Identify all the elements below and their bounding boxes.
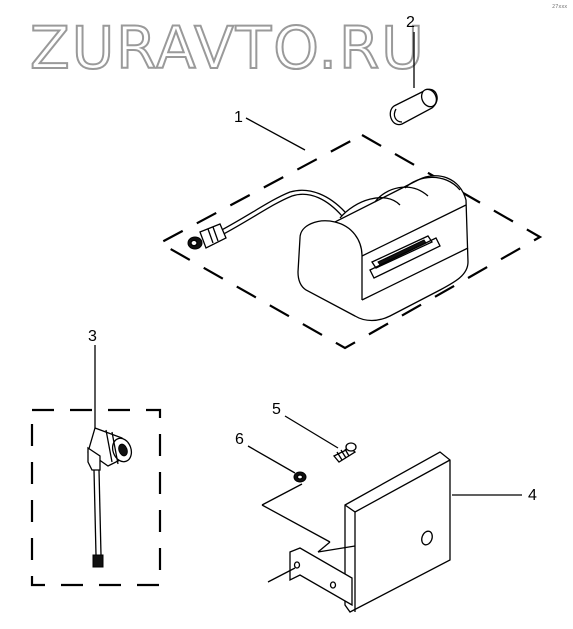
- callout-1-leader: [245, 117, 306, 151]
- part-2-sleeve: 2: [389, 14, 438, 126]
- part-1-boundary: [157, 133, 543, 350]
- callout-4: 4: [528, 487, 537, 504]
- callout-6-leader: [247, 445, 296, 474]
- callout-2: 2: [406, 14, 415, 31]
- callout-5: 5: [272, 401, 281, 418]
- dock-housing: [297, 175, 469, 322]
- part-3-sensor-kit: 3: [30, 328, 162, 587]
- callout-1: 1: [234, 109, 243, 126]
- part-6-washer: 6: [235, 431, 307, 483]
- part-4-bracket: 4: [261, 451, 537, 613]
- connector-plug: [187, 223, 227, 250]
- part-3-boundary: [30, 408, 162, 587]
- callout-3: 3: [88, 328, 97, 345]
- sensor-body: [87, 427, 133, 471]
- callout-5-leader: [284, 415, 339, 449]
- bracket-hole: [421, 530, 433, 546]
- corner-mark: 27xxx: [552, 4, 567, 10]
- part-1-dock-assembly: 1: [157, 109, 543, 350]
- wire-terminal: [92, 554, 104, 568]
- callout-6: 6: [235, 431, 244, 448]
- part-5-bolt: 5: [272, 401, 357, 463]
- watermark-text: ZURAVTO.RU: [30, 14, 426, 82]
- foot-leader: [267, 567, 296, 583]
